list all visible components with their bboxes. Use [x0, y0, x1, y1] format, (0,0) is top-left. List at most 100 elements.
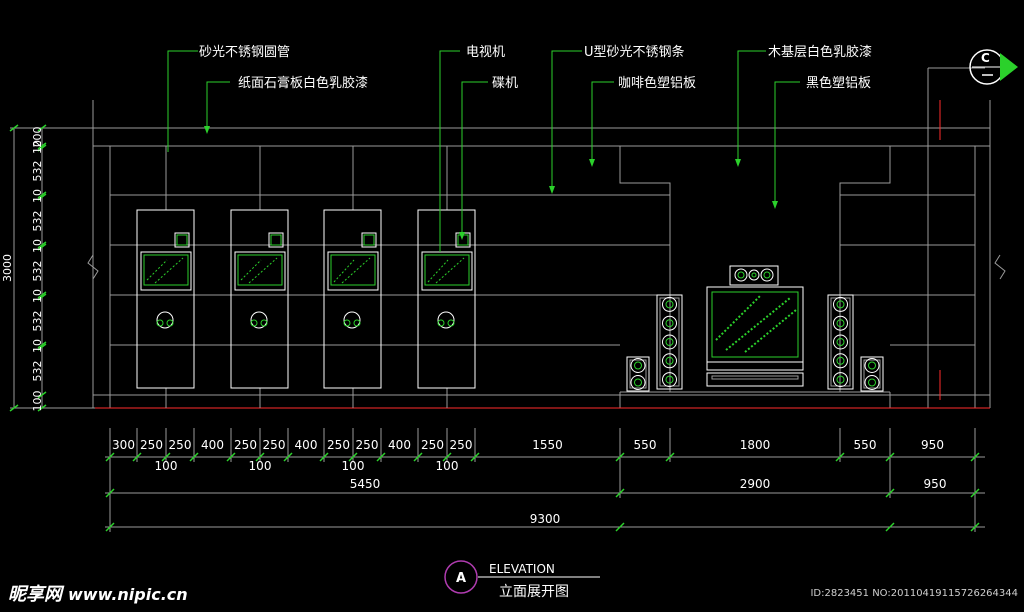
- headphone-icon: [156, 311, 174, 329]
- height-tick: [37, 343, 47, 351]
- width-tick: [226, 452, 236, 462]
- width-tick: [885, 488, 895, 498]
- height-dim-label: 10: [31, 289, 44, 303]
- width-dim-label: 950: [921, 438, 944, 452]
- height-tick: [37, 404, 47, 412]
- width-tick: [283, 452, 293, 462]
- width-tick: [970, 488, 980, 498]
- label-black-panel: 黑色塑铝板: [806, 75, 871, 91]
- height-tick: [9, 404, 19, 412]
- display-column: [417, 146, 476, 408]
- dvd-player-icon: [455, 232, 471, 248]
- dim-2900: 2900: [740, 477, 771, 491]
- width-tick: [442, 452, 452, 462]
- width-tick: [105, 452, 115, 462]
- width-dim-label: 250: [450, 438, 473, 452]
- width-tick: [835, 452, 845, 462]
- speaker-tower-left: [656, 294, 683, 390]
- width-dim-label: 250: [263, 438, 286, 452]
- label-u-steel-strip: U型砂光不锈钢条: [584, 44, 685, 60]
- height-tick: [37, 243, 47, 251]
- column-gap-label: 100: [249, 459, 272, 473]
- width-dim-label: 400: [388, 438, 411, 452]
- height-dim-label: 532: [31, 361, 44, 382]
- dim-total: 9300: [530, 512, 561, 526]
- wall-structure: [92, 67, 991, 409]
- tv-icon: [327, 251, 379, 291]
- speaker-tower-right: [827, 294, 854, 390]
- label-white-latex-wood: 木基层白色乳胶漆: [768, 44, 872, 60]
- height-dim-label: 532: [31, 261, 44, 282]
- width-tick: [970, 452, 980, 462]
- column-gap-label: 100: [155, 459, 178, 473]
- label-dvd-player: 碟机: [492, 76, 518, 91]
- tv-icon: [421, 251, 473, 291]
- tv-set: [706, 286, 804, 387]
- dim-5450: 5450: [350, 477, 381, 491]
- height-tick: [37, 391, 47, 399]
- width-tick: [615, 488, 625, 498]
- width-tick: [885, 522, 895, 532]
- width-tick: [105, 522, 115, 532]
- height-dim-label: 10: [31, 189, 44, 203]
- width-dim-label: 400: [201, 438, 224, 452]
- elevation-marker: A: [456, 571, 466, 586]
- height-tick: [37, 142, 47, 150]
- height-tick: [37, 341, 47, 349]
- height-tick: [37, 124, 47, 132]
- width-dim-label: 250: [169, 438, 192, 452]
- width-tick: [470, 452, 480, 462]
- height-dim-label: 10: [31, 239, 44, 253]
- tv-icon: [140, 251, 192, 291]
- headphone-icon: [343, 311, 361, 329]
- break-mark-left: [87, 254, 99, 280]
- display-column: [136, 146, 195, 408]
- width-dim-label: 250: [234, 438, 257, 452]
- height-dim-label: 10: [31, 140, 44, 154]
- width-tick: [105, 488, 115, 498]
- dvd-player-icon: [174, 232, 190, 248]
- label-steel-tube: 砂光不锈钢圆管: [199, 45, 290, 60]
- height-dim-label: 10: [31, 339, 44, 353]
- total-height: 3000: [1, 254, 14, 282]
- display-column: [323, 146, 382, 408]
- width-tick: [161, 452, 171, 462]
- display-column: [230, 146, 289, 408]
- height-dim-label: 200: [31, 127, 44, 148]
- width-tick: [348, 452, 358, 462]
- width-tick: [255, 452, 265, 462]
- height-dim-label: 532: [31, 311, 44, 332]
- width-dim-label: 550: [634, 438, 657, 452]
- label-coffee-panel: 咖啡色塑铝板: [618, 75, 696, 91]
- image-id: ID:2823451 NO:20110419115726264344: [810, 588, 1018, 599]
- dim-950-b: 950: [924, 477, 947, 491]
- height-tick: [37, 193, 47, 201]
- width-dim-label: 550: [854, 438, 877, 452]
- tv-icon: [234, 251, 286, 291]
- width-dim-label: 250: [356, 438, 379, 452]
- height-ticks: [9, 124, 47, 412]
- label-gypsum-board: 纸面石膏板白色乳胶漆: [238, 75, 368, 91]
- width-tick: [376, 452, 386, 462]
- elevation-title: A ELEVATION 立面展开图: [444, 560, 600, 600]
- width-dim-label: 300: [112, 438, 135, 452]
- width-dim-label: 1800: [740, 438, 771, 452]
- width-tick: [132, 452, 142, 462]
- width-dim-label: 1550: [532, 438, 563, 452]
- height-dim-label: 532: [31, 161, 44, 182]
- speaker-small-right: [860, 356, 884, 392]
- height-tick: [37, 293, 47, 301]
- watermark-logo: 昵享网: [8, 584, 62, 605]
- width-tick: [665, 452, 675, 462]
- width-tick: [413, 452, 423, 462]
- headphone-icon: [437, 311, 455, 329]
- width-dimensions-row3: 5450 2900 950: [350, 477, 947, 491]
- elevation-cn: 立面展开图: [499, 584, 569, 600]
- height-dim-label: 532: [31, 211, 44, 232]
- column-gap-label: 100: [342, 459, 365, 473]
- display-columns: [136, 146, 476, 408]
